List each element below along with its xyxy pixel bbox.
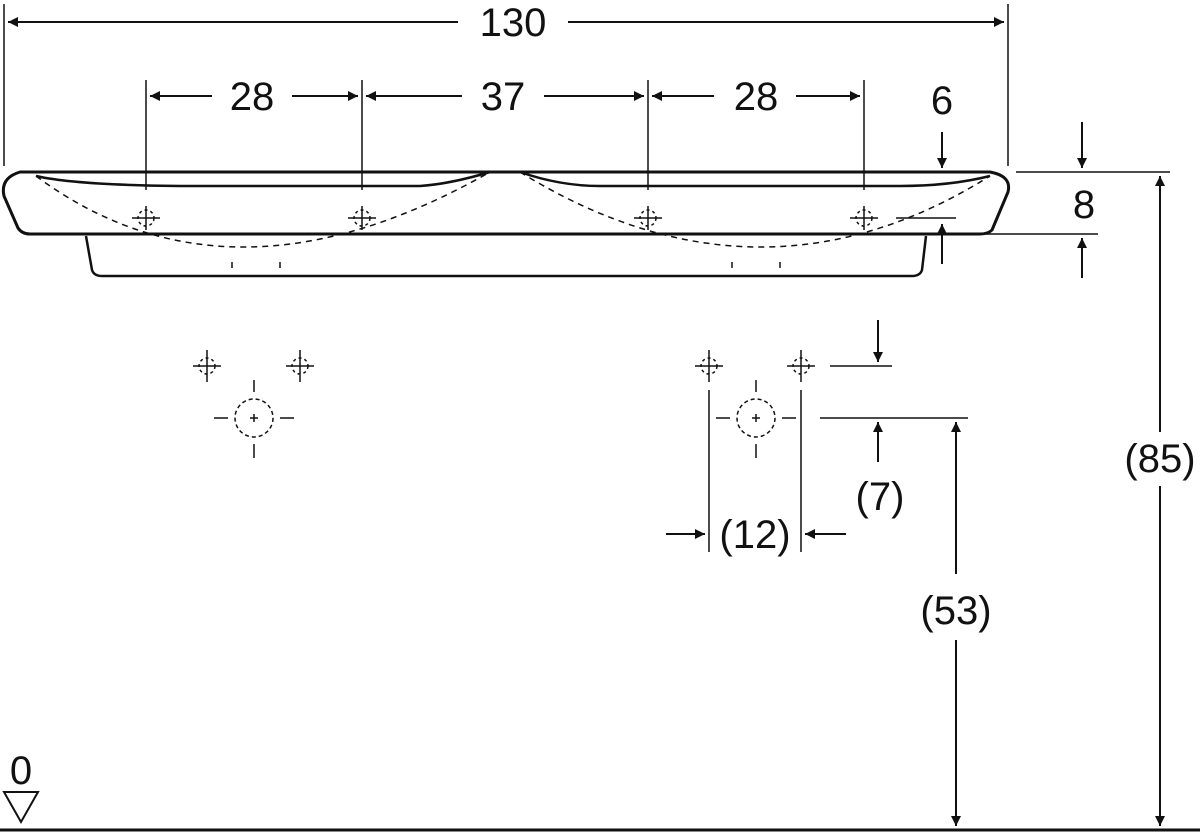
- dim-tap-hole-spacing: (12): [719, 513, 790, 557]
- basin-hidden-lines: [35, 171, 991, 268]
- tap-hole-2: [348, 206, 376, 230]
- tap-holes-top: [132, 206, 878, 230]
- dim-overflow-offset: 6: [931, 79, 953, 123]
- floor-level-label: 0: [10, 749, 32, 793]
- tap-hole-3: [634, 206, 662, 230]
- dim-total-height: (85): [1124, 437, 1195, 481]
- tap-hole-4: [850, 206, 878, 230]
- dim-hole-spacing-right: 28: [734, 75, 779, 119]
- washbasin-outline: [1, 170, 1011, 278]
- dim-basin-spacing: 37: [481, 75, 526, 119]
- dimension-arrows: [8, 17, 1165, 826]
- dim-drain-height: (53): [920, 589, 991, 633]
- dim-overall-width: 130: [480, 1, 547, 45]
- extension-lines: [3, 4, 1170, 552]
- dim-rim-thickness: 8: [1073, 183, 1095, 227]
- floor-level-icon: [2, 791, 40, 825]
- tap-hole-1: [132, 206, 160, 230]
- dim-hole-spacing-left: 28: [230, 75, 275, 119]
- dim-tap-hole-offset: (7): [856, 475, 905, 519]
- wall-connections-right: [695, 350, 815, 458]
- wall-connections-left: [193, 350, 314, 458]
